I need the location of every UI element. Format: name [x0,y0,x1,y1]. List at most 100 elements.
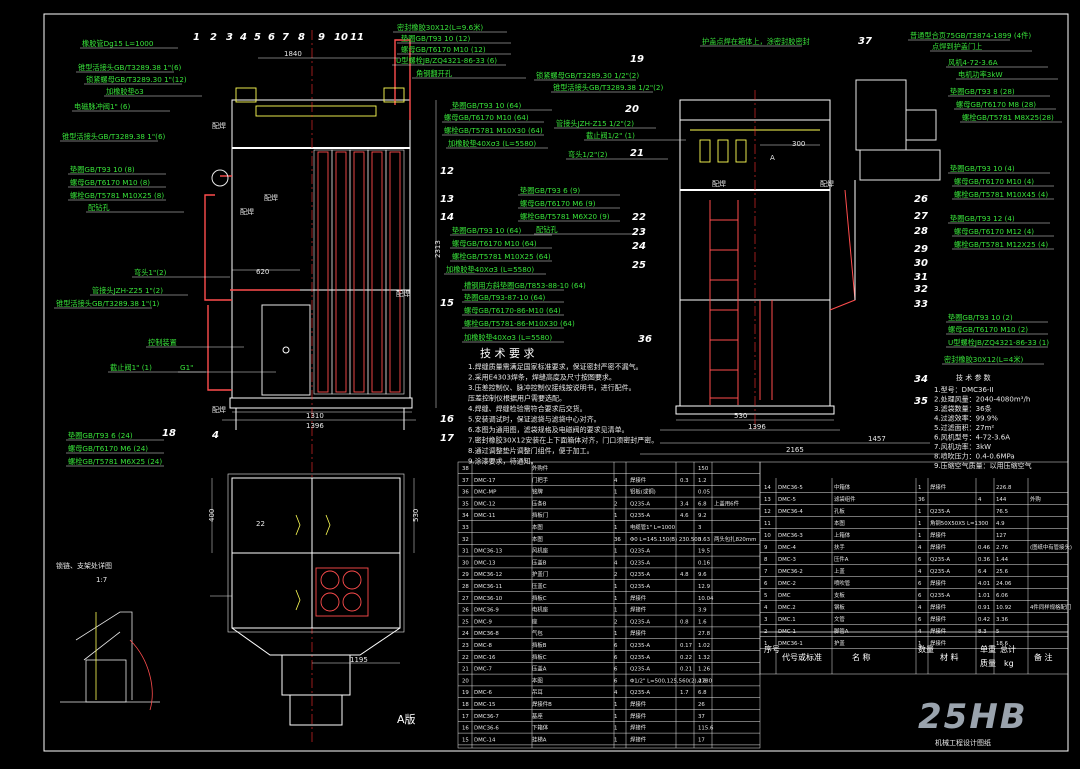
bom-cell: 17 [462,714,469,720]
dimension-label: 2165 [786,446,804,454]
right-callout: 垫圈GB/T93 12 (4) [950,214,1015,223]
bom-cell: 4.6 [680,513,689,519]
left-callout: 螺母GB/T6170 M6 (24) [68,444,148,453]
tech-param-line: 8.喷吹压力：0.4-0.6MPa [934,452,1015,461]
watermark: 25HB [918,697,1028,737]
bom-cell: 1 [614,513,617,519]
bom-cell: Q235-A [630,667,650,673]
bom-cell: Q235-A [930,509,950,515]
mid-callout: 螺栓GB/T5781 M10X30 (64) [444,126,543,135]
weld-label: 配焊 [212,405,226,414]
bom-cell: 本图 [532,523,543,531]
bom-cell: 扶手 [834,543,845,551]
tech-param-line: 9.压缩空气质量：以用压缩空气 [934,461,1032,470]
part-number: 29 [914,244,928,255]
right-callout: 螺母GB/T6170 M10 (2) [948,325,1028,334]
detail-scale: 1:7 [96,576,107,584]
bom-cell: 3.4 [680,501,689,507]
bom-cell: 6 [614,655,618,661]
bom-cell: 226.8 [996,485,1012,491]
mid-callout: 弯头1/2"(2) [568,150,608,159]
bom-cell: 1 [918,533,921,539]
bom-cell: 喷吹管 [834,579,851,587]
mid-callout: 加橡胶垫40Xσ3 (L=5580) [446,265,534,274]
bom-cell: 4.8 [680,572,689,578]
bom-cell: 29 [462,572,469,578]
part-number: 7 [282,32,289,43]
bom-cell: 12.9 [698,584,711,590]
bom-row-lines [458,462,1068,748]
left-callout: 螺栓GB/T5781 M10X25 (8) [70,191,164,200]
bom-cell: 19 [462,690,469,696]
bom-cell: 2 [614,619,617,625]
bom-cell: 1 [614,737,617,743]
bom-cell: 22 [462,655,469,661]
bom-cell: 焊接件 [930,531,947,539]
dimension-label: A [770,154,775,162]
bom-cell: 焊接件 [930,615,947,623]
right-callout: U型螺栓JB/ZQ4321-86-33 (1) [948,338,1049,347]
bom-cell: 4 [764,605,768,611]
left-callout: 垫圈GB/T93 6 (24) [68,431,133,440]
bom-cell: 两头包扎820mm [714,535,756,543]
bom-cell: 外购件 [532,464,549,472]
mid-callout: 螺母GB/T6170 M6 (9) [520,199,596,208]
bom-cell: DMC-15 [474,702,495,708]
bom-cell: 焊接件B [532,700,552,708]
bom-cell: DMC36-6 [474,726,499,732]
bom-cell: 34 [462,513,469,519]
part-number: 28 [914,226,928,237]
drawing-frame [43,13,1069,752]
part-number: 13 [440,194,454,205]
bom-cell: DMC-4 [778,545,797,551]
bom-cell: 1.02 [698,643,710,649]
mid-callout: 螺母GB/T6170-86-M10 (64) [464,306,561,315]
bom-cell: 6.4 [978,569,987,575]
right-callout: 普通型合页75GB/T3874-1899 (4件) [910,31,1031,40]
dimension-label: 1396 [306,422,324,430]
dimension-label: 400 [208,509,216,522]
bom-cell: 6 [614,643,618,649]
weld-label: 配焊 [264,193,278,202]
bom-cell: 37 [698,714,705,720]
part-number: 23 [632,227,646,238]
bom-cell: 0.91 [978,605,990,611]
bom-cell: 文管 [834,615,845,623]
bom-cell: 13 [764,497,771,503]
bom-cell: DMC [778,593,791,599]
bom-cell: 护盖 [834,639,845,647]
bom-cell: 1.01 [978,593,990,599]
top-callout: U型螺栓JB/ZQ4321-86-33 (6) [396,56,497,65]
bom-cell: 焊接件 [630,724,647,732]
bom-cell: 144 [996,497,1007,503]
bom-cell: 上盖 [834,567,845,575]
bom-cell: Q235-A [630,584,650,590]
bom-cell: 27 [462,596,469,602]
right-callout: 垫圈GB/T93 10 (4) [950,164,1015,173]
bom-header-cell: 代号或标准 [782,652,822,662]
bom-cell: 压盖C [532,582,547,590]
bom-cell: DMC-7 [474,667,492,673]
bom-cell: 4 [614,478,618,484]
bom-cell: DMC-16 [474,655,496,661]
bom-cell: 20 [462,678,469,684]
bom-cell: 3.9 [698,608,707,614]
bom-cell: DMC36-5 [778,485,803,491]
mid-callouts: 锁紧螺母GB/T3289.30 1/2"(2)锥型活接头GB/T3289.38 … [442,71,686,343]
tech-req-line: 2.采用E4303焊条，焊缝高度及尺寸按图要求。 [468,373,616,382]
bom-header-cell: 序号 [764,644,780,654]
weld-label: 配焊 [396,289,410,298]
bom-cell: 0.22 [680,655,692,661]
bom-cell: DMC36-2 [778,569,803,575]
right-callout: 风机4-72-3.6A [948,58,998,67]
bom-cell: 中箱体 [834,483,851,491]
tech-req-line: 3.压差控制仪、脉冲控制仪接线按说明书，进行配件。 [468,383,636,392]
bom-cell: 36 [462,490,469,496]
bom-cell: 36 [918,497,925,503]
bom-cell: 3.63 [698,537,710,543]
bom-cell: 6.06 [996,593,1009,599]
bom-cell: DMC36-10 [474,596,503,602]
